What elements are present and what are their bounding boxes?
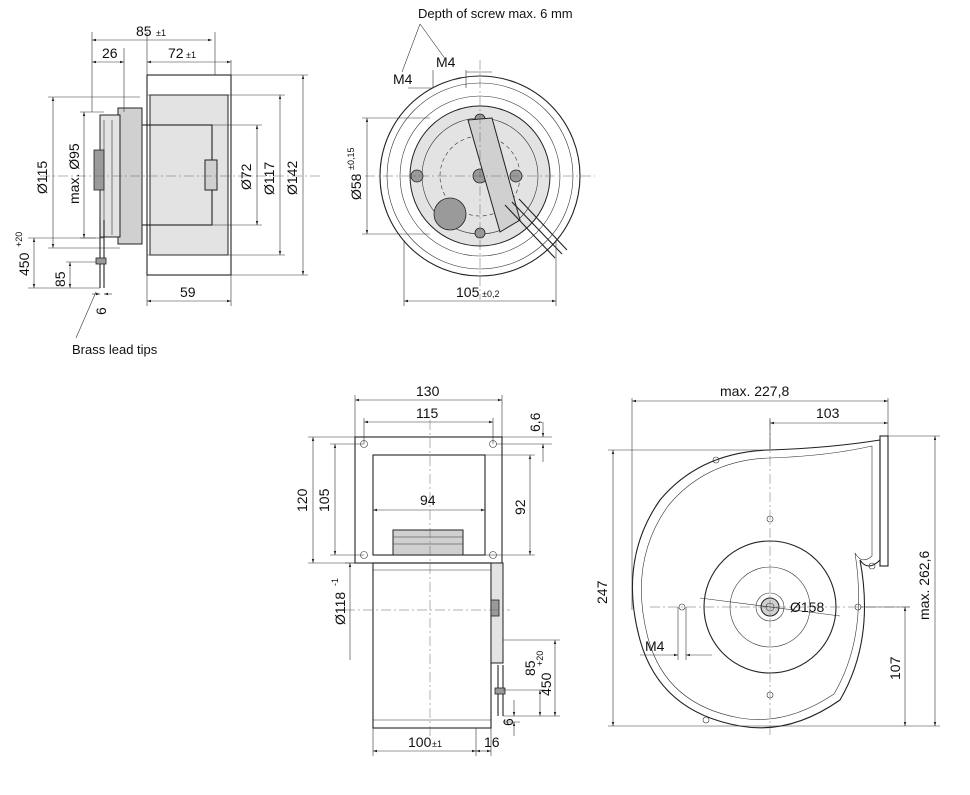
dim-26-label: 26	[102, 45, 118, 61]
scroll-outline	[631, 439, 881, 729]
dim-85c-label: 85	[522, 660, 538, 676]
dim-103-label: 103	[816, 405, 840, 421]
scroll-housing	[372, 562, 492, 729]
m4-left-label: M4	[393, 71, 413, 87]
dim-120-label: 120	[294, 488, 310, 512]
dim-72-tol: ±1	[186, 50, 196, 60]
impeller-blades	[392, 529, 464, 556]
bracket	[467, 117, 521, 233]
dim-450-tol: +20	[14, 232, 24, 247]
dim-115b-label: 115	[416, 405, 439, 421]
outlet-flange-side	[879, 435, 889, 567]
dim-158-label: Ø158	[790, 599, 824, 615]
dim-92-label: 92	[512, 499, 528, 515]
blower-side-view: Ø158 M4 max. 227,8 103 247 max. 262,6 10…	[594, 383, 940, 735]
dim-58-tol: ±0,15	[346, 148, 356, 170]
motor-side-view: 85 ±1 26 72 ±1 Ø115 max. Ø95 450 +20 85 …	[14, 23, 320, 357]
dim-72-label: 72	[168, 45, 184, 61]
m4-right-label: M4	[436, 54, 456, 70]
dim-59-label: 59	[180, 284, 196, 300]
dim-16-label: 16	[484, 734, 500, 750]
motor-front-view: Ø58 ±0,15 105 ±0,2 M4 M4 Depth of screw …	[346, 6, 595, 306]
dim-6-label: 6	[93, 307, 109, 315]
dim-450-label: 450	[16, 252, 32, 276]
dim-6-6-label: 6,6	[527, 412, 543, 432]
dim-117-label: Ø117	[261, 162, 277, 195]
dim-58-label: Ø58	[348, 173, 364, 200]
dim-105b-label: 105	[316, 488, 332, 512]
dim-450b-label: 450	[538, 672, 554, 696]
dim-72-dia-label: Ø72	[238, 163, 254, 190]
capacitor	[433, 197, 467, 231]
dim-247-label: 247	[594, 580, 610, 604]
dim-118-label: Ø118	[332, 592, 348, 625]
blower-front-view: 130 115 6,6 120 105 94 92 Ø118 -1	[294, 383, 560, 756]
housing-body	[146, 74, 232, 276]
dim-118-tol: -1	[330, 578, 340, 586]
dim-94-label: 94	[420, 492, 436, 508]
dim-142-label: Ø142	[284, 161, 300, 195]
dim-100-tol: ±1	[432, 739, 442, 749]
dim-85-tol: ±1	[156, 28, 166, 38]
dim-450b-tol: +20	[535, 651, 545, 666]
dim-105-tol: ±0,2	[482, 289, 499, 299]
dim-85b-label: 85	[52, 271, 68, 287]
dim-105-label: 105	[456, 284, 480, 300]
dim-107-label: 107	[887, 656, 903, 680]
dim-130-label: 130	[416, 383, 440, 399]
m4-side-label: M4	[645, 638, 665, 654]
brass-lead-tips-note: Brass lead tips	[72, 342, 158, 357]
dim-85-label: 85	[136, 23, 152, 39]
dim-227-label: max. 227,8	[720, 383, 789, 399]
dim-262-label: max. 262,6	[916, 551, 932, 620]
dim-95-label: max. Ø95	[66, 143, 82, 204]
dim-100-label: 100	[408, 734, 432, 750]
dim-6b-label: 6	[500, 718, 516, 726]
depth-of-screw-note: Depth of screw max. 6 mm	[418, 6, 573, 21]
dim-115-label: Ø115	[34, 161, 50, 194]
